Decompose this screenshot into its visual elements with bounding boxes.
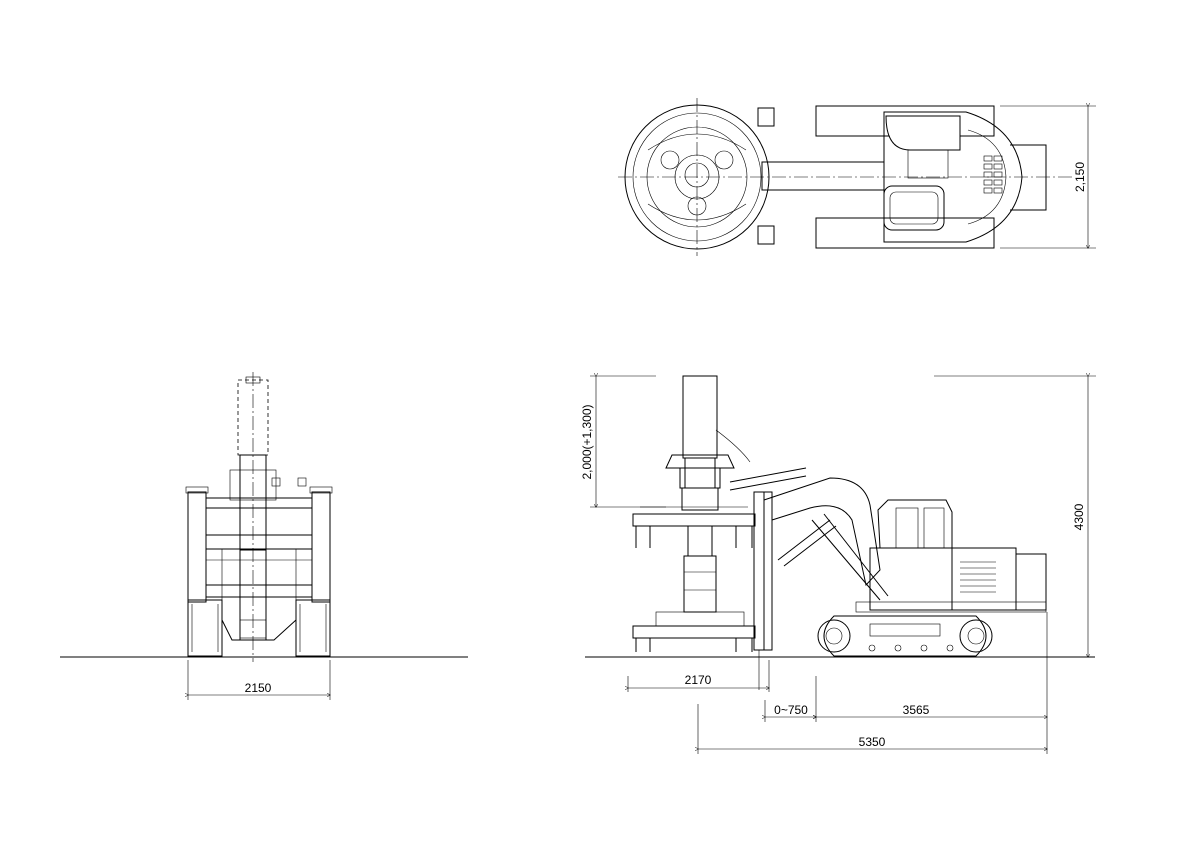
side-height-label: 4300 [1072,503,1086,530]
side-cab [877,499,953,549]
side-idler-wheel [817,619,851,653]
side-view: 4300 2,000(+1,300) 2170 0~750 3565 5350 [580,376,1096,754]
side-offset-label: 0~750 [774,703,808,717]
top-upper-body [883,111,1023,243]
side-sprocket-wheel [959,619,993,653]
side-reach-label: 2170 [685,673,712,687]
side-engine-grille [960,561,996,593]
front-upper-frame [205,534,313,550]
side-upper-table [632,513,756,527]
top-boom [761,161,885,191]
top-view: 2,150 [618,98,1096,256]
front-view: 2150 [60,372,468,700]
side-lower-cylinder [777,519,831,561]
front-right-upright [311,491,331,603]
top-engine-grille [983,155,1003,194]
top-width-label: 2,150 [1073,162,1087,192]
side-rear-label: 3565 [903,703,930,717]
front-left-upright [187,491,207,603]
side-lower-table [632,625,756,639]
side-track [823,615,987,657]
side-upper-rotary [681,487,719,511]
top-right-track [815,217,995,249]
front-lower-frame [205,584,313,598]
side-overall-label: 5350 [859,735,886,749]
side-stroke-label: 2,000(+1,300) [580,404,594,479]
top-cab-roof [885,115,961,151]
front-left-crawler [187,599,223,657]
front-width-label: 2150 [245,681,272,695]
front-right-crawler [295,599,331,657]
side-counterweight [1015,553,1047,611]
top-cab [883,185,945,231]
side-upper-cylinder [729,467,807,483]
side-kelly-bar [682,375,718,459]
side-engine-house [951,547,1017,611]
side-lower-rotary [683,555,717,613]
